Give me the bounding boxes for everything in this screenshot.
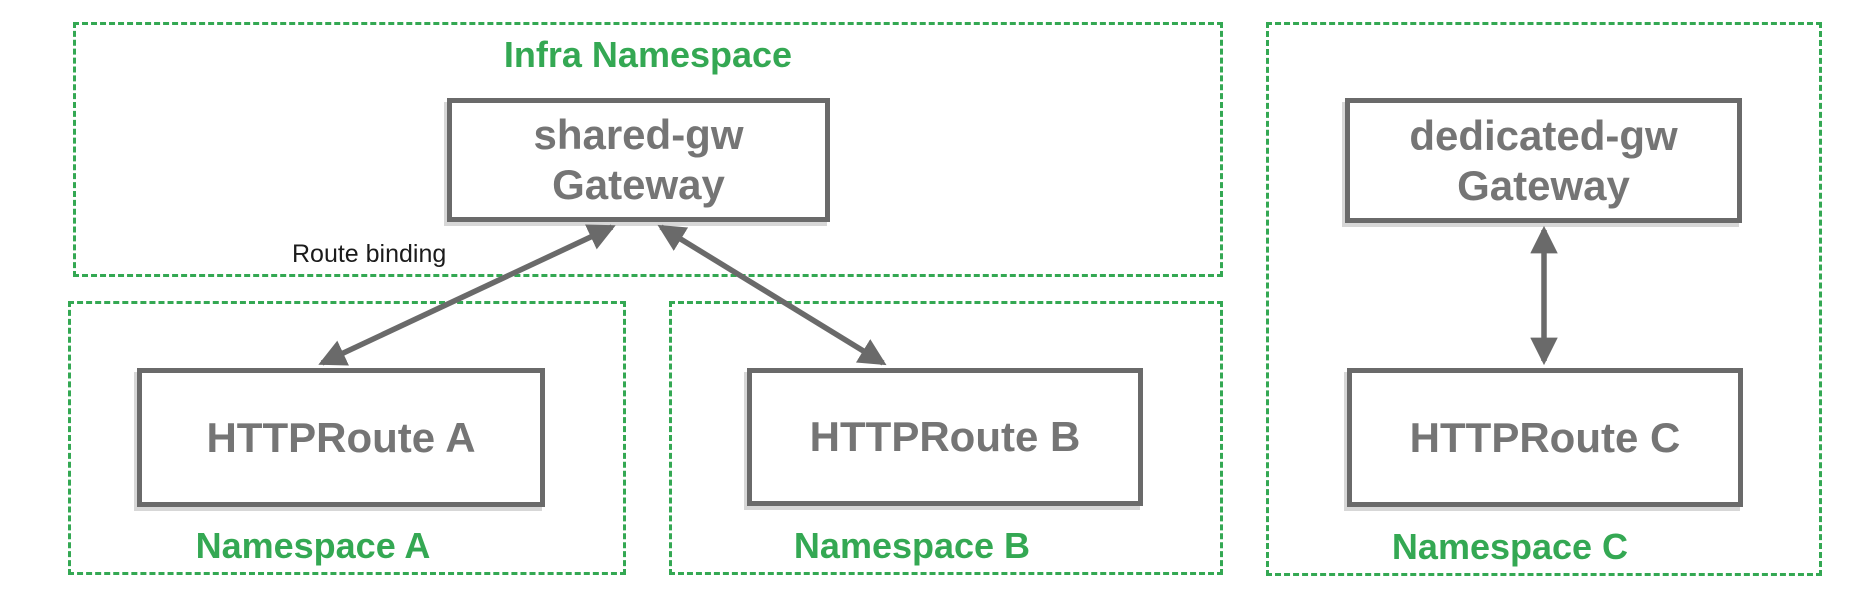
node-dedicated-gw-gateway: dedicated-gw Gateway — [1345, 98, 1742, 223]
namespace-box-b: Namespace B — [669, 301, 1223, 575]
namespace-label-c: Namespace C — [1391, 526, 1629, 568]
node-shared-gw-gateway: shared-gw Gateway — [447, 98, 830, 222]
route-binding-label: Route binding — [292, 240, 447, 268]
node-httproute-c: HTTPRoute C — [1347, 368, 1743, 507]
namespace-label-b: Namespace B — [793, 525, 1031, 567]
namespace-label-a: Namespace A — [195, 525, 431, 567]
namespace-label-infra: Infra Namespace — [503, 34, 793, 75]
node-httproute-a: HTTPRoute A — [137, 368, 545, 507]
node-httproute-b: HTTPRoute B — [747, 368, 1143, 506]
namespace-box-c: Namespace C — [1266, 22, 1822, 576]
namespace-box-infra: Infra Namespace — [73, 22, 1223, 277]
